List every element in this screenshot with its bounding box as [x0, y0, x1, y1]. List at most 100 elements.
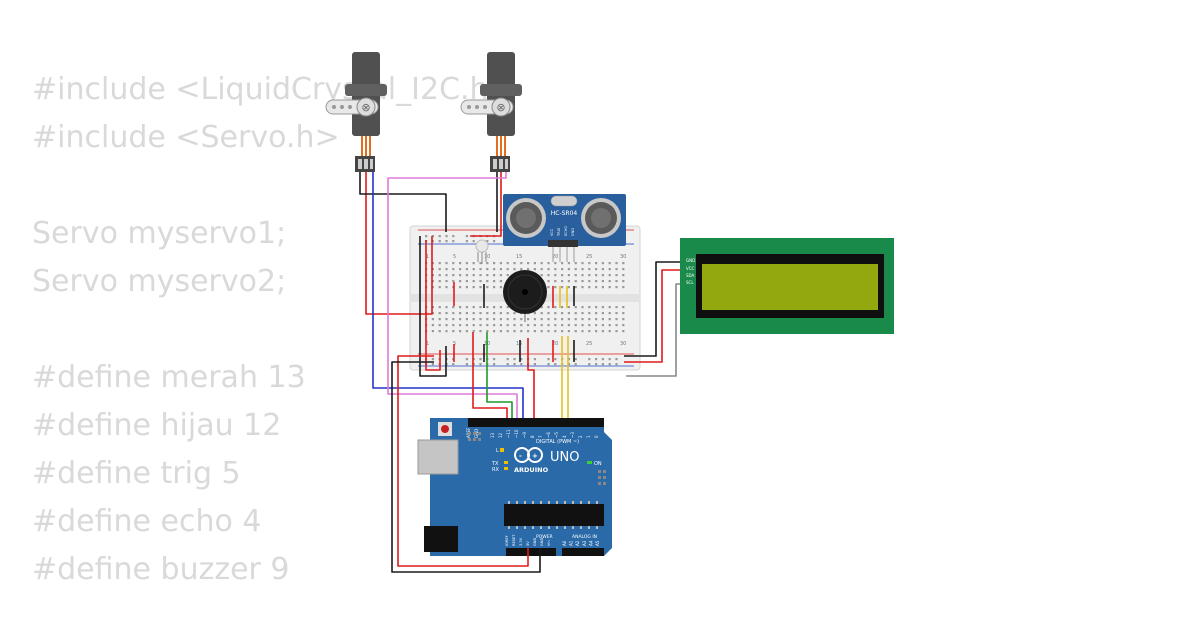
l-led-label: L	[496, 448, 499, 454]
pin-label: RESET	[512, 534, 516, 546]
bb-col-label: 15	[516, 254, 522, 260]
code-line: #define trig 5	[32, 456, 241, 491]
code-overlay: #include <LiquidCrystal_I2C.h>#include <…	[32, 66, 514, 594]
lcd-pin-label: GND	[686, 258, 695, 263]
pin-label: 5V	[526, 541, 530, 546]
pin-label: ~9	[522, 432, 527, 438]
digital-header	[468, 418, 604, 427]
wire-led-red	[472, 332, 508, 418]
tx-label: TX	[491, 461, 499, 467]
svg-text:+: +	[532, 452, 538, 460]
analog-header	[562, 548, 604, 556]
lcd-pin-label: SDA	[686, 273, 695, 278]
wire-servo2-power	[470, 172, 502, 237]
wire-servo1-power	[365, 172, 433, 315]
code-line: #define echo 4	[32, 504, 262, 539]
sensor-pin-label: GND	[571, 228, 575, 236]
pin-label: GND	[533, 538, 537, 546]
bb-col-label: 5	[453, 254, 456, 260]
wire-5v	[397, 355, 529, 567]
wire-servo1-ground	[359, 172, 447, 232]
wire-gnd	[391, 361, 541, 573]
wire-lcd-scl	[626, 283, 680, 377]
pin-label: 13	[490, 432, 495, 438]
pin-label: A3	[582, 540, 587, 546]
pin-label: 0	[594, 435, 599, 438]
pin-label: A2	[575, 540, 580, 546]
pin-label: A4	[588, 540, 593, 546]
code-line: #define merah 13	[32, 360, 306, 395]
bb-col-label: 1	[426, 254, 429, 260]
bb-col-label: 15	[516, 341, 522, 347]
pin-label: A0	[562, 540, 567, 546]
bb-col-label: 30	[620, 341, 626, 347]
pin-label: GND	[540, 538, 544, 546]
sensor-pin-label: ECHO	[564, 226, 568, 236]
bb-col-label: 20	[552, 254, 558, 260]
power-header	[506, 548, 556, 556]
led[interactable]	[475, 239, 489, 264]
sensor-pin-label: TRIG	[557, 227, 561, 237]
pin-label: 1	[586, 435, 591, 438]
pin-label: 8	[530, 435, 535, 438]
gnd-label: GND	[474, 429, 479, 438]
analog-label: ANALOG IN	[572, 534, 597, 540]
wiring	[359, 172, 680, 573]
usb-port	[417, 439, 459, 475]
bb-col-label: 10	[484, 254, 490, 260]
digital-label: DIGITAL (PWM ~)	[536, 439, 579, 445]
board-model-label: UNO	[550, 450, 579, 465]
sensor-model-label: HC-SR04	[551, 210, 578, 217]
sensor-pin-label: VCC	[550, 228, 554, 236]
pin-label: 7	[538, 435, 543, 438]
wire-servo1-signal	[372, 172, 524, 418]
code-line: #define hijau 12	[32, 408, 282, 443]
icsp-header-2	[468, 432, 481, 441]
pin-label: Vin	[547, 540, 551, 546]
power-jack	[424, 526, 458, 552]
pin-label: ~6	[546, 432, 551, 438]
bb-col-label: 25	[586, 254, 592, 260]
bb-col-label: 20	[552, 341, 558, 347]
pin-label: A1	[569, 540, 574, 546]
pin-label: IOREF	[505, 535, 509, 546]
wire-servo2-signal	[387, 172, 518, 418]
rx-label: RX	[492, 467, 499, 473]
svg-text:⊗: ⊗	[496, 101, 505, 114]
code-line: #include <LiquidCrystal_I2C.h>	[32, 72, 514, 107]
pin-label: 4	[562, 435, 567, 438]
atmega-chip	[504, 504, 604, 526]
ultrasonic-sensor[interactable]: HC-SR04 VCC TRIG ECHO GND	[503, 194, 626, 262]
bb-col-label: 1	[426, 341, 429, 347]
lcd-display[interactable]: GND VCC SDA SCL	[680, 238, 894, 334]
wire-rail-ground	[419, 236, 447, 377]
svg-text:-: -	[519, 452, 522, 460]
arduino-logo: - +	[514, 447, 543, 463]
icsp-header	[598, 470, 606, 485]
servo-motor-left[interactable]: ⊗	[325, 52, 387, 172]
wire-led-green	[486, 332, 513, 418]
brand-label: ARDUINO	[514, 466, 549, 474]
code-line: #define buzzer 9	[32, 552, 290, 587]
pin-label: ~5	[554, 432, 559, 438]
wire-lcd-gnd	[624, 261, 680, 357]
pin-label: ~3	[570, 432, 575, 438]
wire-lcd-vcc	[624, 269, 680, 363]
pin-label: ~10	[514, 429, 519, 438]
svg-text:⊗: ⊗	[361, 101, 370, 114]
on-led-label: ON	[594, 461, 602, 467]
wire-rail-power	[425, 240, 441, 371]
servo-motor-right[interactable]: ⊗	[460, 52, 522, 172]
power-label: POWER	[536, 534, 553, 540]
buzzer[interactable]	[503, 270, 547, 322]
bb-col-label: 30	[620, 254, 626, 260]
lcd-pin-label: SCL	[686, 280, 694, 285]
pin-label: 3.3V	[519, 537, 523, 546]
wire-buzzer	[527, 338, 535, 418]
pin-label: 12	[498, 432, 503, 438]
